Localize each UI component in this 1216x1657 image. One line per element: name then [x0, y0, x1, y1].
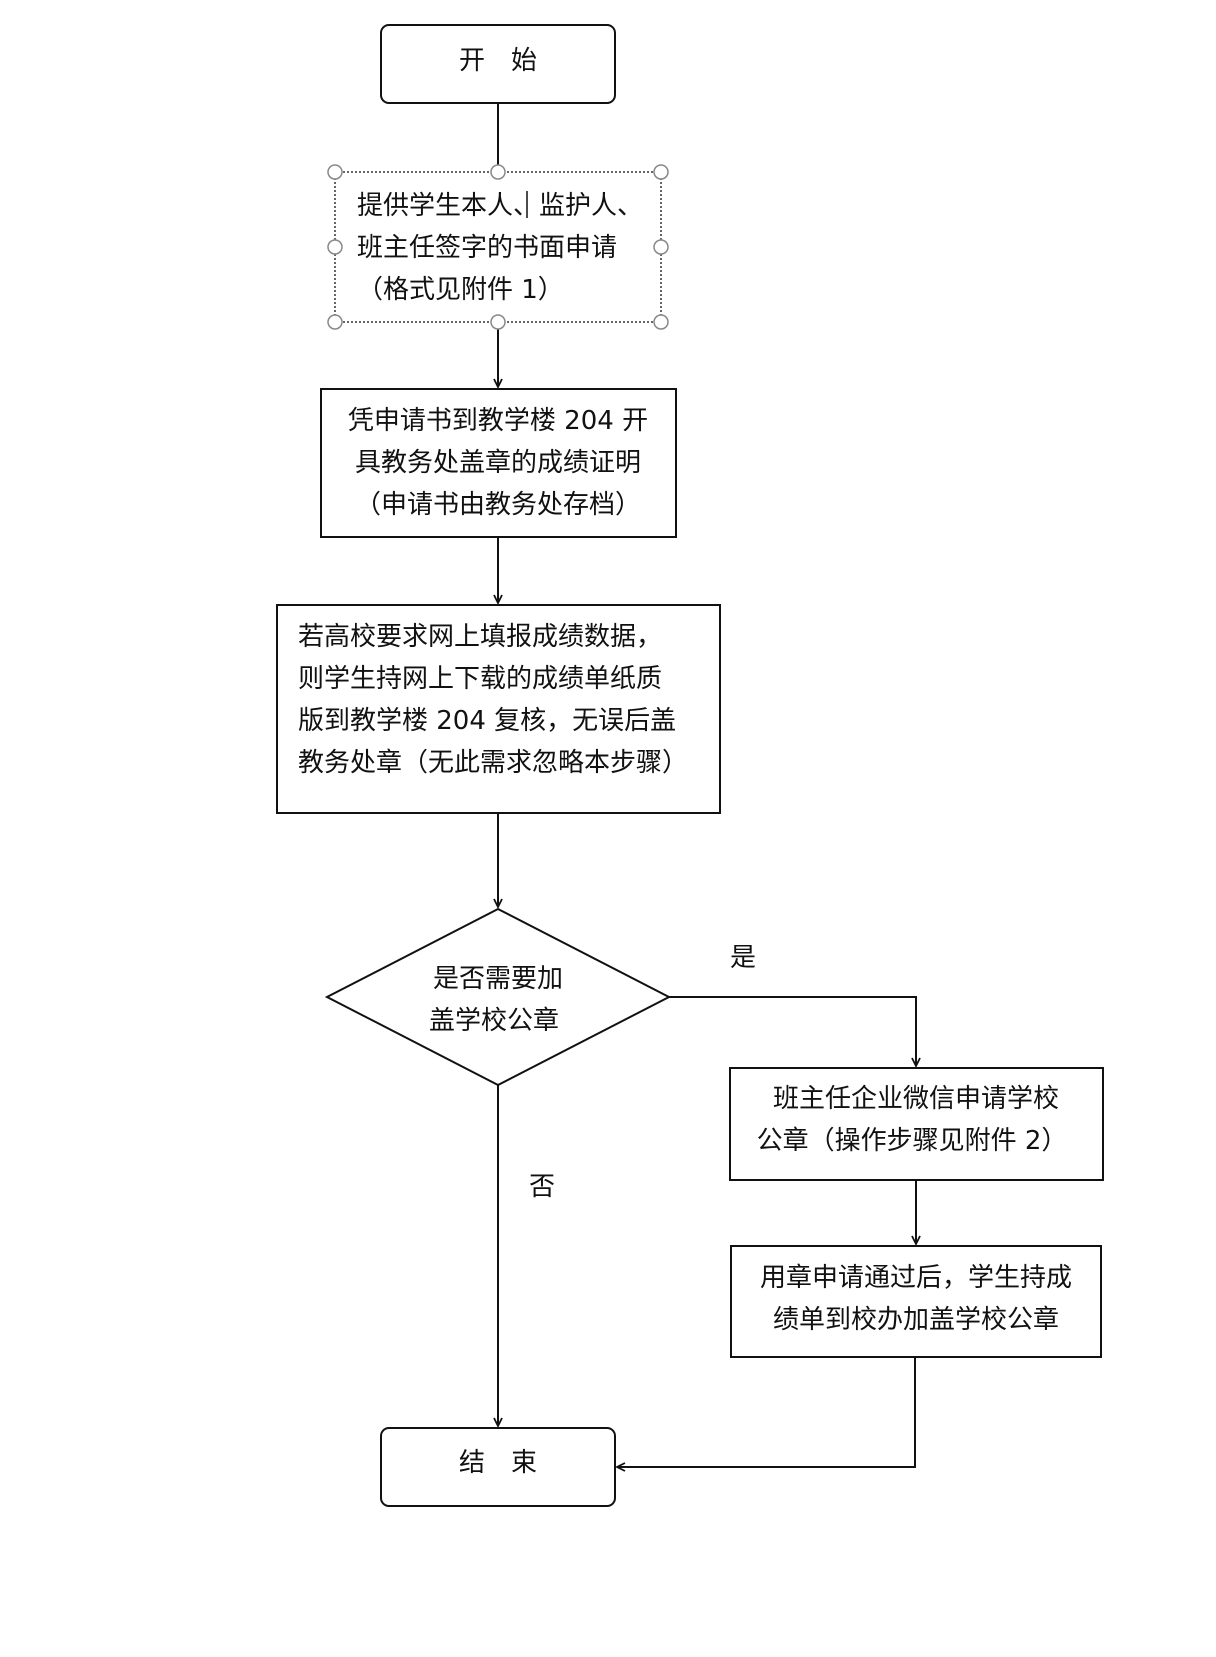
start-node[interactable]: 开 始	[380, 24, 616, 104]
step2-line: （申请书由教务处存档）	[355, 490, 641, 520]
no-label: 否	[529, 1172, 555, 1202]
selection-handles[interactable]	[327, 164, 669, 330]
step5-box[interactable]: 用章申请通过后，学生持成 绩单到校办加盖学校公章	[730, 1245, 1102, 1358]
step2-line: 凭申请书到教学楼 204 开	[348, 406, 648, 436]
decision-diamond[interactable]: 是否需要加 盖学校公章	[324, 907, 672, 1087]
step3-line: 若高校要求网上填报成绩数据，	[298, 622, 662, 652]
step1-line: （格式见附件 1）	[357, 275, 564, 305]
step4-box[interactable]: 班主任企业微信申请学校 公章（操作步骤见附件 2）	[729, 1067, 1104, 1181]
step5-line: 用章申请通过后，学生持成	[760, 1263, 1072, 1293]
step3-box[interactable]: 若高校要求网上填报成绩数据， 则学生持网上下载的成绩单纸质 版到教学楼 204 …	[276, 604, 721, 814]
step3-line: 版到教学楼 204 复核，无误后盖	[298, 706, 676, 736]
step3-line: 教务处章（无此需求忽略本步骤）	[298, 748, 688, 778]
decision-line: 盖学校公章	[429, 1006, 559, 1036]
step3-line: 则学生持网上下载的成绩单纸质	[298, 664, 662, 694]
yes-label: 是	[730, 943, 756, 973]
step4-line: 公章（操作步骤见附件 2）	[757, 1126, 1068, 1156]
step2-line: 具教务处盖章的成绩证明	[355, 448, 641, 478]
decision-line: 是否需要加	[433, 964, 563, 994]
end-label: 结 束	[459, 1448, 537, 1478]
end-node[interactable]: 结 束	[380, 1427, 616, 1507]
step2-box[interactable]: 凭申请书到教学楼 204 开 具教务处盖章的成绩证明 （申请书由教务处存档）	[320, 388, 677, 538]
step1-line: 提供学生本人、监护人、	[357, 191, 643, 221]
step5-line: 绩单到校办加盖学校公章	[773, 1305, 1059, 1335]
step1-box[interactable]: 提供学生本人、监护人、 班主任签字的书面申请 （格式见附件 1）	[327, 164, 669, 330]
arrow-step5-end	[617, 1357, 916, 1467]
step4-line: 班主任企业微信申请学校	[773, 1084, 1059, 1114]
arrow-yes	[669, 996, 916, 1066]
start-label: 开 始	[459, 46, 537, 76]
step1-line: 班主任签字的书面申请	[357, 233, 617, 263]
